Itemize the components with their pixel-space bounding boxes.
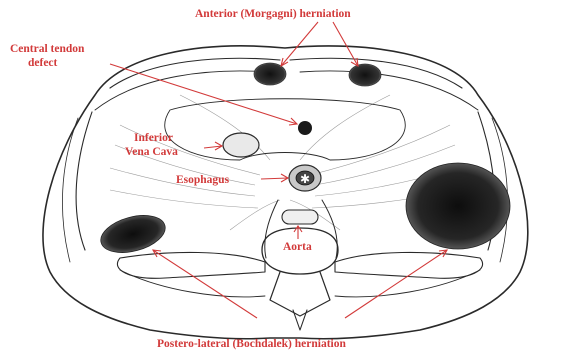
aorta: [282, 210, 318, 224]
label-ivc-line2: Vena Cava: [125, 146, 178, 158]
label-esophagus: Esophagus: [176, 174, 230, 186]
bochdalek-hernia-left: [97, 209, 170, 259]
label-central-tendon-line2: defect: [28, 57, 58, 69]
posterior-rib-right: [335, 252, 483, 278]
bochdalek-hernia-right: [406, 163, 510, 249]
central-tendon: [165, 99, 406, 160]
vertebral-arch: [270, 272, 330, 316]
label-anterior-herniation: Anterior (Morgagni) herniation: [195, 8, 351, 20]
central-tendon-defect: [298, 121, 312, 135]
costal-margin-left: [76, 112, 92, 250]
esophagus-star-icon: ✱: [300, 172, 310, 186]
label-central-tendon-line1: Central tendon: [10, 43, 85, 55]
label-posterolateral-herniation: Postero-lateral (Bochdalek) herniation: [157, 338, 346, 350]
rib-arc-left-2: [95, 71, 270, 110]
rib-arc-right-2: [300, 71, 478, 110]
label-ivc-line1: Inferior: [134, 132, 173, 144]
morgagni-hernia-right: [349, 64, 381, 86]
label-aorta: Aorta: [283, 241, 312, 253]
crus-right: [322, 200, 337, 258]
crus-left: [265, 200, 278, 258]
inferior-vena-cava: [223, 133, 259, 157]
